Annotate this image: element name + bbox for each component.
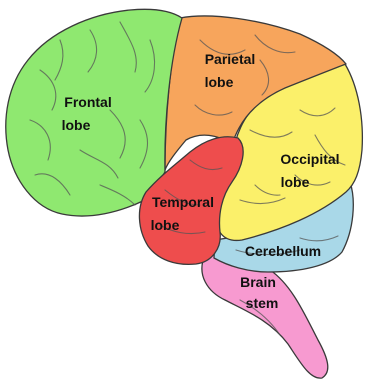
svg-text:Occipital: Occipital: [280, 151, 339, 167]
svg-text:lobe: lobe: [205, 74, 234, 90]
svg-text:stem: stem: [246, 295, 279, 311]
svg-text:Temporal: Temporal: [152, 194, 214, 210]
svg-text:Parietal: Parietal: [205, 51, 256, 67]
cerebellum-label: Cerebellum: [245, 243, 321, 259]
svg-text:Cerebellum: Cerebellum: [245, 243, 321, 259]
svg-text:lobe: lobe: [151, 217, 180, 233]
svg-text:lobe: lobe: [62, 117, 91, 133]
svg-text:Brain: Brain: [240, 274, 276, 290]
svg-text:Frontal: Frontal: [64, 94, 111, 110]
svg-text:lobe: lobe: [281, 174, 310, 190]
